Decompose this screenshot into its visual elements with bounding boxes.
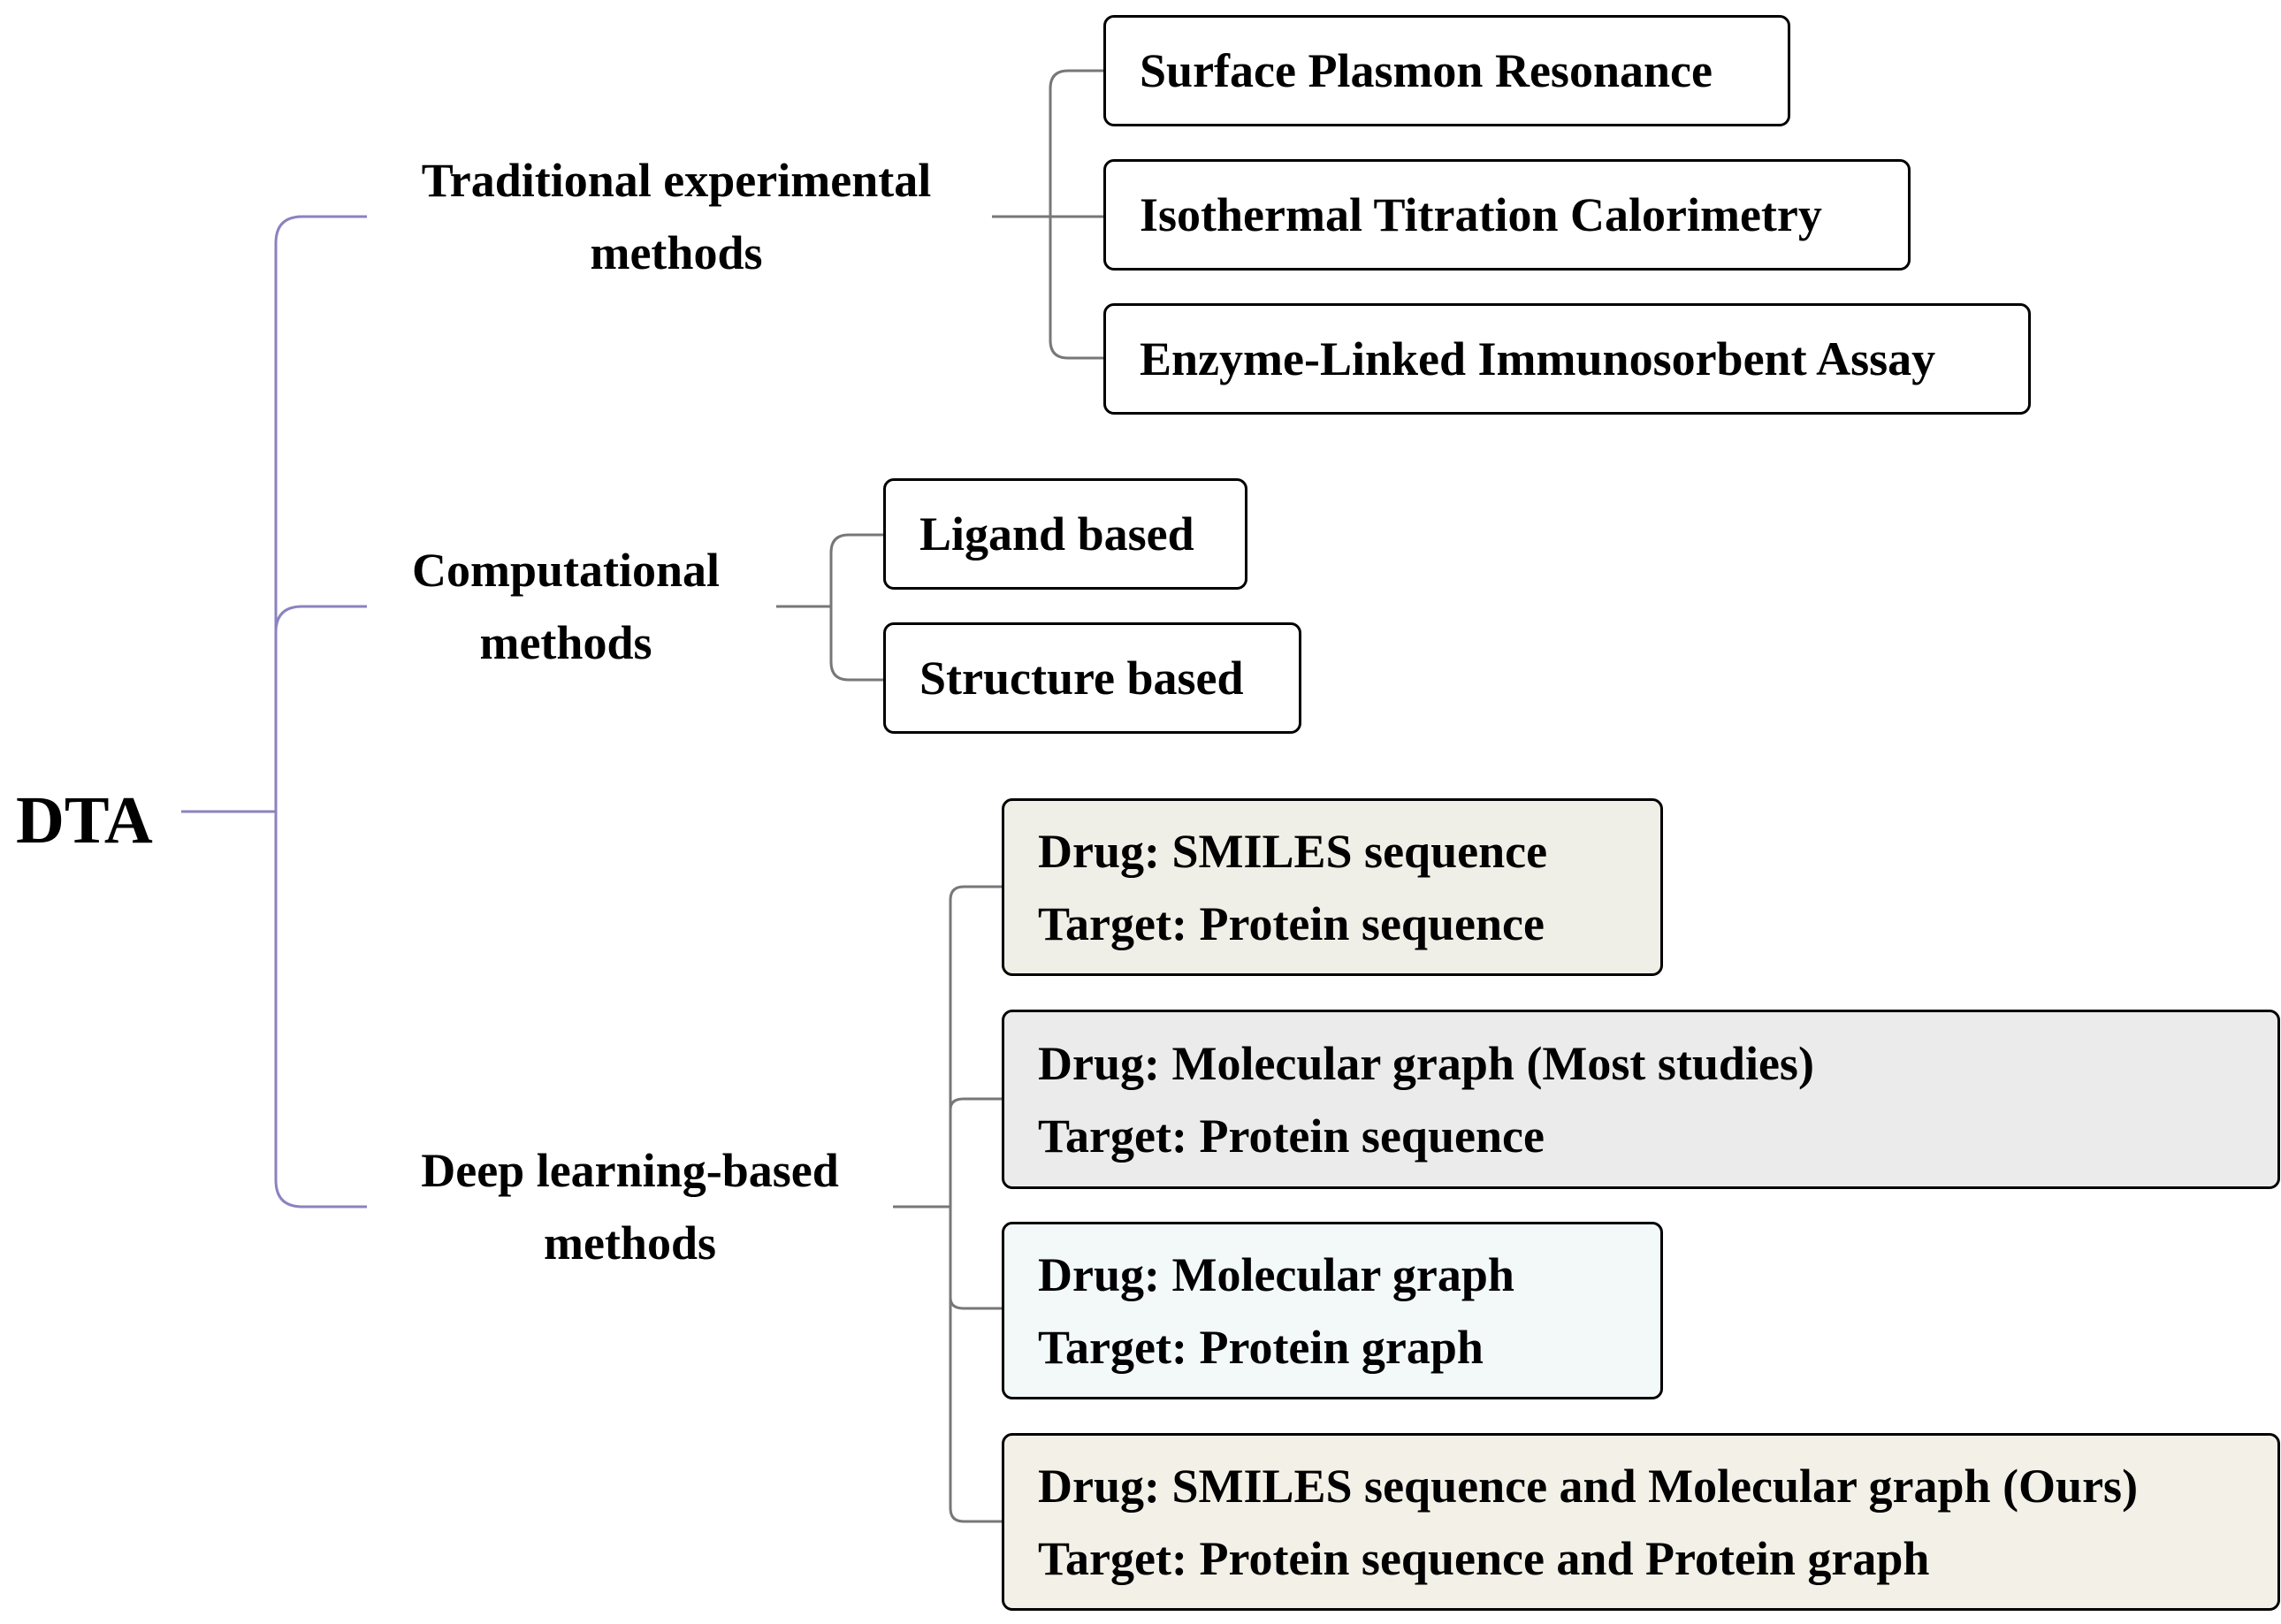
category-computational-line2: methods	[479, 616, 652, 669]
method-box-smiles-protein-sequence: Drug: SMILES sequence Target: Protein se…	[1002, 798, 1663, 976]
traditional-bracket	[992, 69, 1105, 360]
deep-learning-spine-line	[949, 885, 1002, 1523]
method-box-ligand-based: Ligand based	[883, 478, 1247, 590]
method-label: Isothermal Titration Calorimetry	[1140, 188, 1822, 241]
method-box-enzyme-linked-immunosorbent-assay: Enzyme-Linked Immunosorbent Assay	[1103, 303, 2031, 415]
root-branch-computational	[274, 605, 367, 633]
drug-representation-label: Drug: SMILES sequence	[1038, 824, 1548, 878]
method-box-structure-based: Structure based	[883, 622, 1301, 734]
drug-representation-label: Drug: SMILES sequence and Molecular grap…	[1038, 1459, 2139, 1513]
method-label: Enzyme-Linked Immunosorbent Assay	[1140, 332, 1936, 385]
method-box-molecular-graph-protein-graph: Drug: Molecular graph Target: Protein gr…	[1002, 1222, 1663, 1399]
drug-representation-label: Drug: Molecular graph (Most studies)	[1038, 1036, 1814, 1090]
drug-representation-label: Drug: Molecular graph	[1038, 1247, 1514, 1301]
method-box-isothermal-titration-calorimetry: Isothermal Titration Calorimetry	[1103, 159, 1911, 271]
method-box-surface-plasmon-resonance: Surface Plasmon Resonance	[1103, 15, 1790, 126]
method-box-smiles-graph-protein-sequence-graph: Drug: SMILES sequence and Molecular grap…	[1002, 1433, 2280, 1611]
deep-learning-item2-line	[949, 1097, 1002, 1110]
root-bracket	[181, 215, 367, 1208]
target-representation-label: Target: Protein sequence	[1038, 1109, 1545, 1163]
category-deep-learning-line1: Deep learning-based	[421, 1144, 839, 1197]
method-label: Structure based	[919, 652, 1244, 705]
deep-learning-bracket	[893, 885, 1002, 1523]
category-traditional-line2: methods	[590, 226, 763, 279]
category-deep-learning: Deep learning-based methods	[389, 1134, 871, 1279]
method-box-molecular-graph-protein-sequence: Drug: Molecular graph (Most studies) Tar…	[1002, 1010, 2280, 1189]
method-label: Ligand based	[919, 507, 1194, 560]
computational-spine-line	[829, 533, 884, 682]
root-label-dta: DTA	[16, 783, 153, 858]
category-computational: Computational methods	[389, 534, 743, 679]
deep-learning-item3-line	[949, 1297, 1002, 1310]
target-representation-label: Target: Protein graph	[1038, 1320, 1484, 1374]
category-deep-learning-line2: methods	[543, 1216, 716, 1269]
category-traditional: Traditional experimental methods	[389, 144, 964, 289]
category-traditional-line1: Traditional experimental	[421, 154, 932, 207]
target-representation-label: Target: Protein sequence and Protein gra…	[1038, 1531, 1930, 1585]
root-spine-line	[274, 215, 303, 1208]
target-representation-label: Target: Protein sequence	[1038, 896, 1545, 950]
computational-bracket	[776, 533, 884, 682]
category-computational-line1: Computational	[411, 544, 721, 597]
method-label: Surface Plasmon Resonance	[1140, 44, 1713, 97]
traditional-spine-line	[1049, 69, 1105, 360]
